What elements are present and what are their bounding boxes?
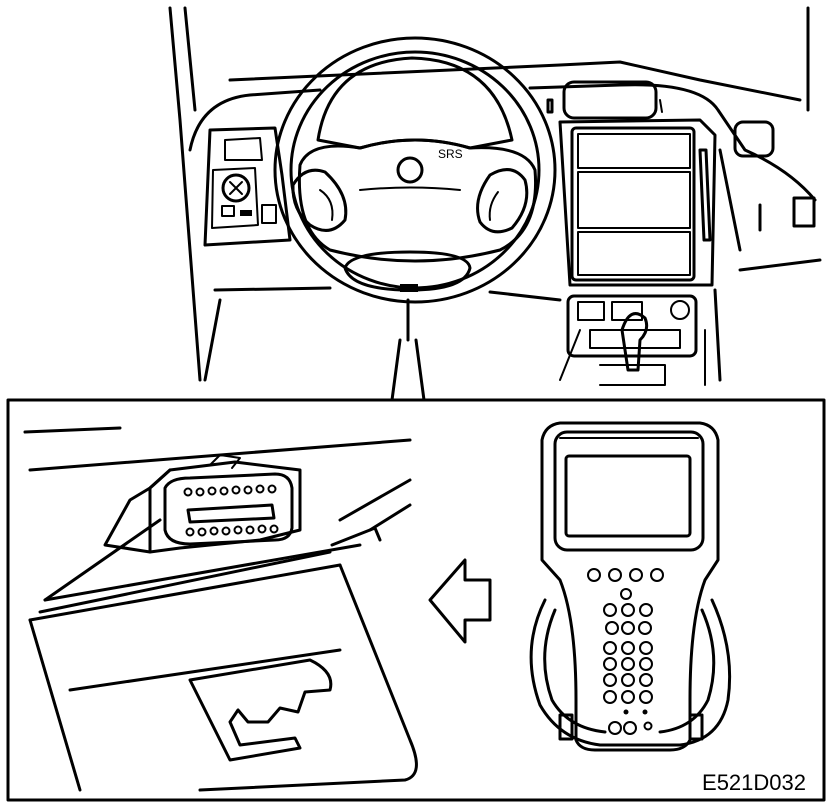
tester-screen: [564, 454, 692, 538]
steering-wheel: SRS: [273, 36, 557, 304]
diagnostic-tester: [529, 421, 732, 752]
instrument-cluster: [203, 126, 292, 247]
center-console: [558, 118, 717, 386]
connector-pins-bottom: [185, 524, 279, 537]
left-arrow-icon: [428, 558, 492, 644]
ignition-knob-icon: [221, 173, 251, 203]
gear-lever: [620, 312, 649, 372]
dashboard-overview: SRS: [168, 6, 822, 402]
horn-emblem-icon: [396, 156, 424, 184]
connector-pins-top: [183, 484, 277, 497]
srs-label: SRS: [438, 147, 463, 161]
diagnostic-connector: [163, 472, 294, 546]
figure-reference-code: E521D032: [702, 770, 806, 795]
tester-keypad: [603, 588, 653, 735]
connector-detail: [23, 426, 418, 792]
tester-function-buttons: [587, 568, 664, 582]
detail-leader: [390, 298, 426, 402]
connector-location-marker: [400, 284, 418, 292]
detail-frame: [6, 398, 826, 802]
panel-latch: [188, 658, 333, 762]
